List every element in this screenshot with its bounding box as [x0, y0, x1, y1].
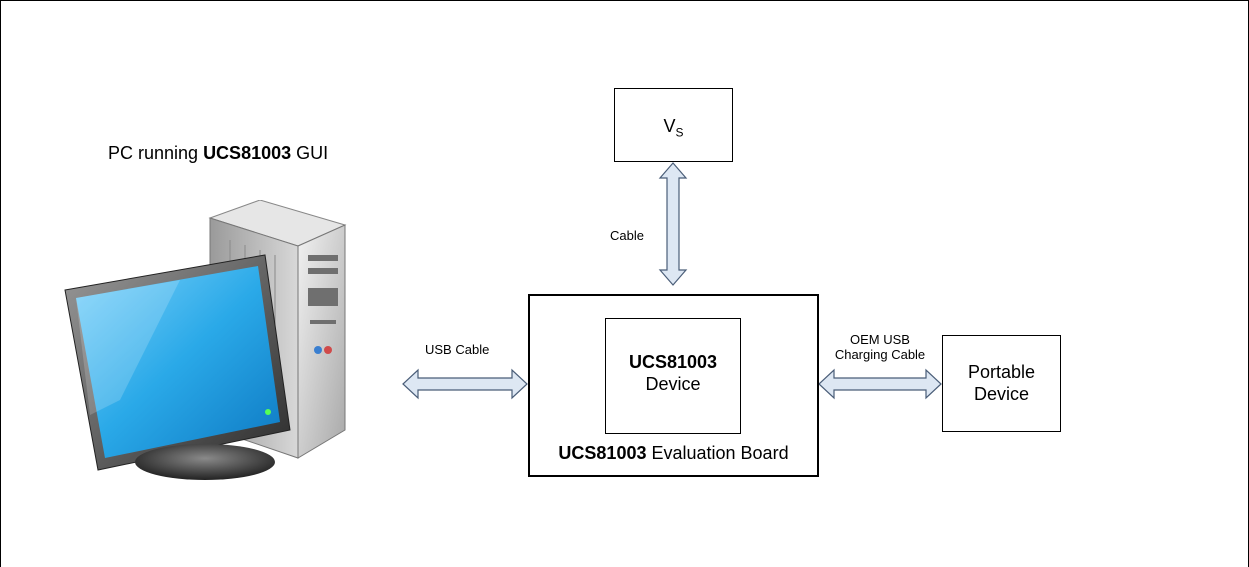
- vs-power-supply-box: VS: [614, 88, 733, 162]
- portable-device-box: Portable Device: [942, 335, 1061, 432]
- vs-cable-arrow: [658, 162, 688, 286]
- vs-cable-label: Cable: [610, 228, 644, 243]
- pc-caption: PC running UCS81003 GUI: [108, 143, 329, 163]
- evaluation-board-label: UCS81003 Evaluation Board: [558, 443, 789, 463]
- desktop-computer-icon: [64, 200, 347, 480]
- usb-cable-label: USB Cable: [425, 342, 490, 357]
- oem-usb-cable-arrow: [818, 368, 942, 400]
- ucs81003-device-box: UCS81003 Device: [605, 318, 741, 434]
- evaluation-board-box: UCS81003 Device UCS81003 Evaluation Boar…: [528, 294, 819, 477]
- oem-usb-charging-cable-label: OEM USB Charging Cable: [834, 332, 926, 362]
- usb-cable-arrow: [402, 368, 528, 400]
